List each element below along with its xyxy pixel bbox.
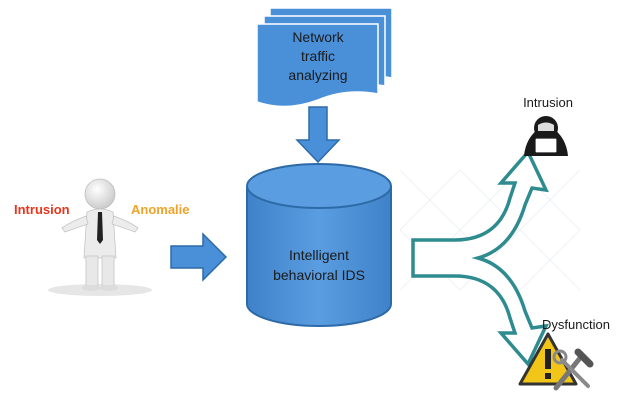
person-left-label: Intrusion: [14, 202, 70, 217]
right-arrow: [170, 232, 228, 282]
document-line-3: analyzing: [288, 67, 348, 83]
ids-database-cylinder: [246, 163, 392, 327]
dysfunction-output-label: Dysfunction: [542, 317, 610, 332]
network-traffic-document: [256, 7, 393, 108]
person-right-label: Anomalie: [131, 202, 190, 217]
database-line-1: Intelligent: [289, 247, 349, 263]
fork-arrow: [411, 148, 549, 368]
document-line-2: traffic: [301, 48, 335, 64]
document-line-1: Network: [292, 29, 344, 45]
warning-tools-icon: [518, 332, 594, 391]
confused-person-icon: [48, 178, 152, 296]
hacker-laptop-icon: [524, 116, 568, 156]
intrusion-output-label: Intrusion: [523, 95, 573, 110]
database-line-2: behavioral IDS: [273, 267, 365, 283]
down-arrow: [295, 106, 341, 164]
